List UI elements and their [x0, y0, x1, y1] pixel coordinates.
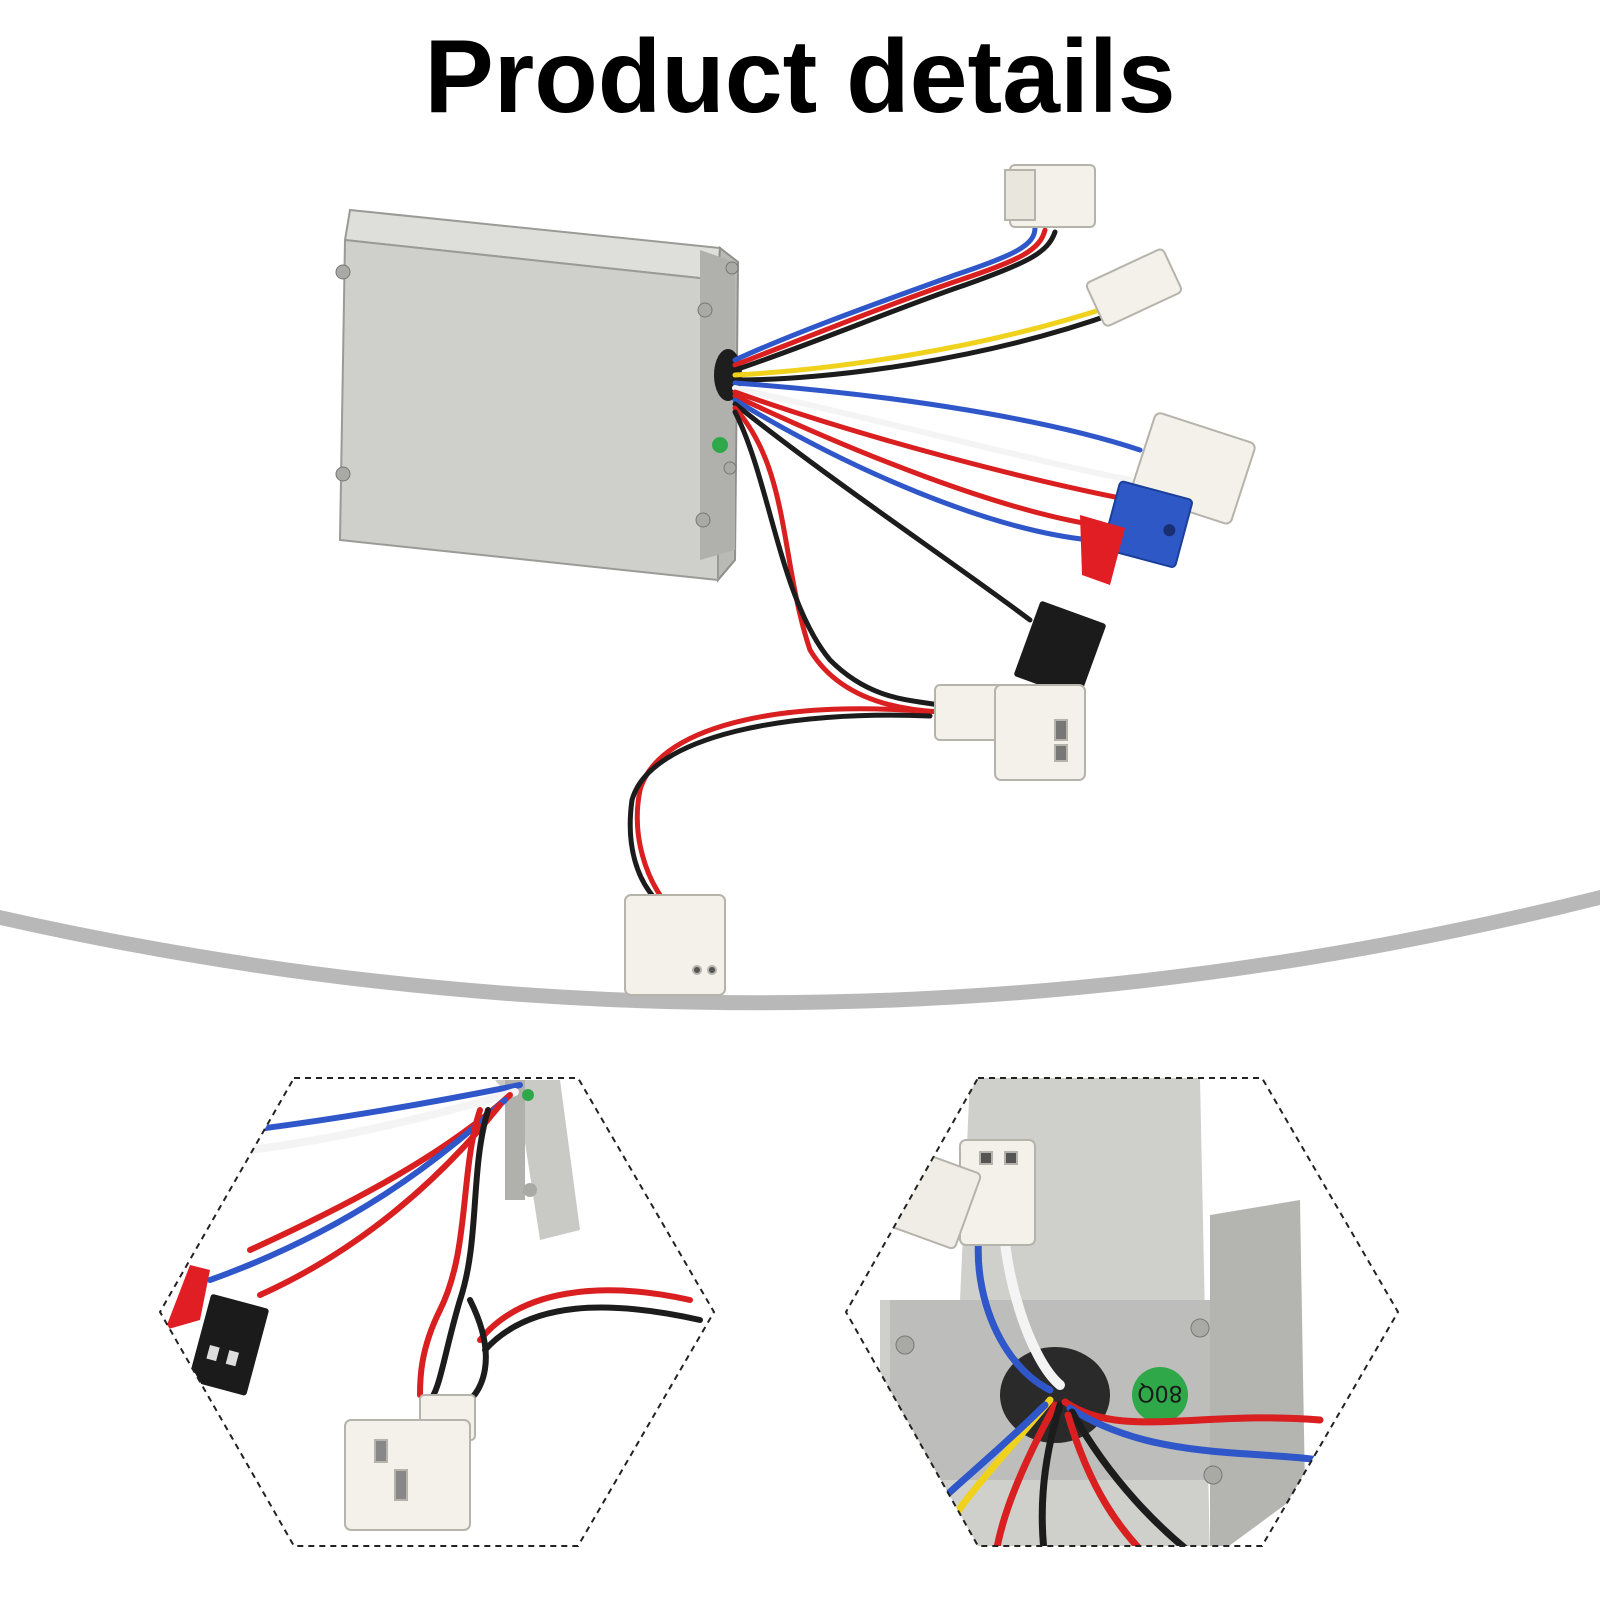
case-label: 80Q	[1137, 1380, 1182, 1405]
detail-view-case: 80Q	[844, 1077, 1400, 1547]
controller-box	[335, 208, 742, 583]
connector-blue	[1102, 480, 1193, 568]
connector-tail-white	[624, 894, 726, 996]
connector-second-white	[1085, 248, 1182, 327]
page-title: Product details	[424, 19, 1176, 135]
connector-top-white	[1004, 164, 1096, 228]
decorative-arc	[0, 890, 1600, 1011]
connector-black	[1014, 601, 1106, 699]
connector-white-bottom	[934, 684, 1086, 781]
detail-view-connectors	[158, 1077, 716, 1547]
wire-harness	[627, 225, 1143, 898]
connector-red	[1080, 515, 1125, 585]
